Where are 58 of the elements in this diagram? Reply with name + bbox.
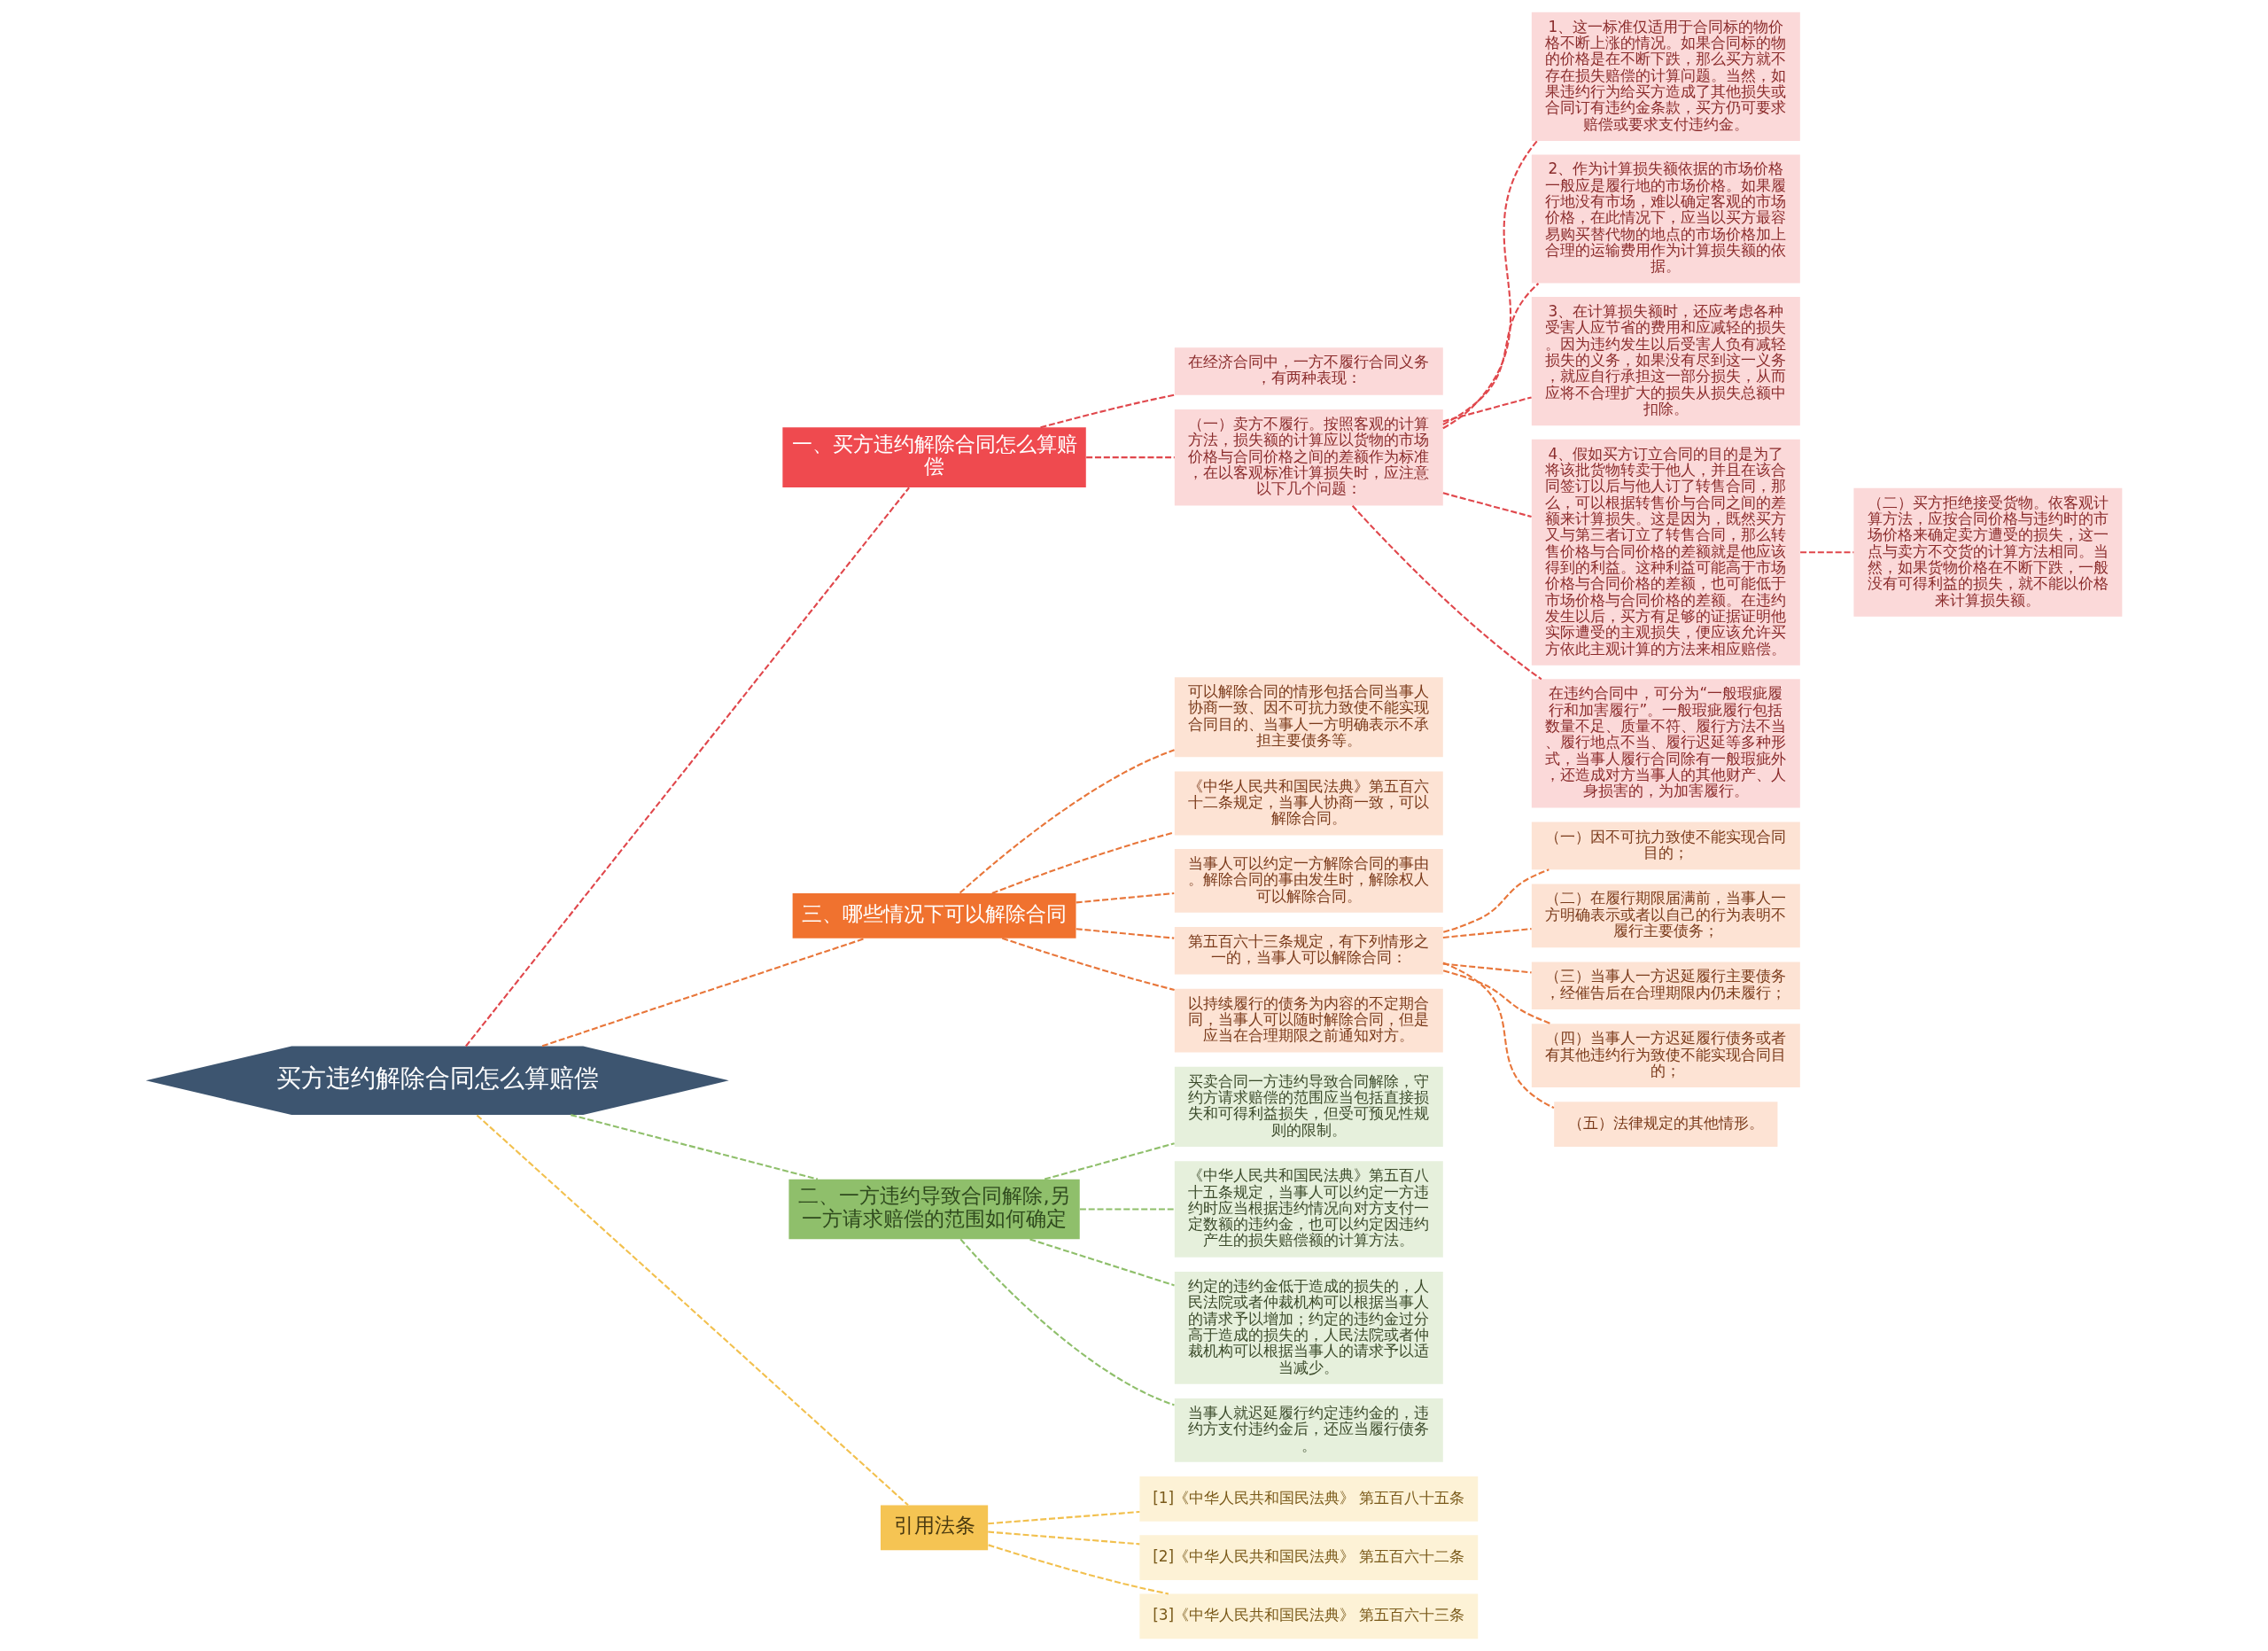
- node-box: 当事人就迟延履行约定违约金的，违约方支付违约金后，还应当履行债务。: [1174, 1398, 1443, 1462]
- node-box: 一、买方违约解除合同怎么算赔偿: [782, 427, 1086, 487]
- connector: [1442, 868, 1550, 933]
- connector: [1076, 892, 1175, 904]
- connector: [1442, 928, 1532, 938]
- node-box: 2、作为计算损失额依据的市场价格一般应是履行地的市场价格。如果履行地没有市场，难以确定客观的市场价格，在此情况下，应当以买方最容易购买替代物的地点的市场价格加上合理的运输费用作为计算损失额的依据。: [1531, 154, 1800, 284]
- node-box: [2]《中华人民共和国民法典》 第五百六十二条: [1139, 1535, 1479, 1580]
- node-box: 以持续履行的债务为内容的不定期合同，当事人可以随时解除合同，但是应当在合理期限之前通知对方。: [1174, 988, 1443, 1053]
- connector: [1086, 456, 1175, 459]
- node-box: 二、一方违约导致合同解除,另一方请求赔偿的范围如何确定: [788, 1179, 1080, 1240]
- node-box: 约定的违约金低于造成的损失的，人民法院或者仲裁机构可以根据当事人的请求予以增加；约定的违约金过分高于造成的损失的，人民法院或者仲裁机构可以根据当事人的请求予以适当减少。: [1174, 1271, 1443, 1384]
- node-box: （四）当事人一方迟延履行债务或者有其他违约行为致使不能实现合同目的；: [1531, 1024, 1800, 1088]
- connector: [988, 1530, 1140, 1546]
- node-box: 买卖合同一方违约导致合同解除，守约方请求赔偿的范围应当包括直接损失和可得利益损失，但受可预见性规则的限制。: [1174, 1066, 1443, 1147]
- node-box: 引用法条: [880, 1505, 989, 1551]
- node-box: 1、这一标准仅适用于合同标的物价格不断上涨的情况。如果合同标的物的价格是在不断下跌，那么买方就不存在损失赔偿的计算问题。当然，如果违约行为给买方造成了其他损失或合同订有违约金条款，买方仍可要求赔偿或要求支付违约金。: [1531, 12, 1800, 141]
- connector: [541, 937, 866, 1047]
- node-box: [1]《中华人民共和国民法典》 第五百八十五条: [1139, 1476, 1479, 1522]
- node-box: 3、在计算损失额时，还应考虑各种受害人应节省的费用和应减轻的损失。因为违约发生以后受害人负有减轻损失的义务，如果没有尽到这一义务，就应自行承担这一部分损失，从而应将不合理扩大的损失从损失总额中扣除。: [1531, 297, 1800, 426]
- node-box: 第五百六十三条规定，有下列情形之一的，当事人可以解除合同：: [1174, 927, 1443, 975]
- node-box: （三）当事人一方迟延履行主要债务，经催告后在合理期限内仍未履行；: [1531, 962, 1800, 1009]
- node-box: 4、假如买方订立合同的目的是为了将该批货物转卖于他人，并且在该合同签订以后与他人订了转售合同，那么，可以根据转售价与合同之间的差额来计算损失。这是因为，既然买方又与第三者订立了转售合同，那么转售价格与合同价格的差额就是他应该得到的利益。这种利益可能高于市场价格与合同价格的差额，也可能低于市场价格与合同价格的差额。在违约发生以后，买方有足够的证据证明他实际遭受的主观损失，便应该允许买方依此主观计算的方法来相应赔偿。: [1531, 439, 1800, 666]
- connector: [1040, 393, 1175, 429]
- node-box: 在违约合同中，可分为“一般瑕疵履行和加害履行”。一般瑕疵履行包括数量不足、质量不符、履行方法不当、履行地点不当、履行迟延等多种形式，当事人履行合同除有一般瑕疵外，还造成对方当事人的其他财产、人身损害的，为加害履行。: [1531, 679, 1800, 808]
- connector: [991, 831, 1175, 894]
- node-box: 《中华人民共和国民法典》第五百八十五条规定，当事人可以约定一方违约时应当根据违约情况向对方支付一定数额的违约金，也可以约定因违约产生的损失赔偿额的计算方法。: [1174, 1161, 1443, 1258]
- node-box: （一）卖方不履行。按照客观的计算方法，损失额的计算应以货物的市场价格与合同价格之间的差额作为标准，在以客观标准计算损失时，应注意以下几个问题：: [1174, 409, 1443, 506]
- connector: [988, 1544, 1169, 1595]
- node-box: 《中华人民共和国民法典》第五百六十二条规定，当事人协商一致，可以解除合同。: [1174, 771, 1443, 836]
- connector: [1442, 396, 1532, 423]
- node-box: （二）在履行期限届满前，当事人一方明确表示或者以自己的行为表明不履行主要债务；: [1531, 884, 1800, 948]
- node-box: 在经济合同中，一方不履行合同义务，有两种表现：: [1174, 347, 1443, 395]
- connector: [476, 1114, 909, 1507]
- connector: [1442, 962, 1555, 1110]
- node-box: 当事人可以约定一方解除合同的事由。解除合同的事由发生时，解除权人可以解除合同。: [1174, 848, 1443, 913]
- connector: [1442, 962, 1532, 974]
- connector: [1044, 1142, 1175, 1180]
- connector: [1351, 505, 1542, 681]
- connector: [1079, 1208, 1175, 1211]
- connector: [959, 1238, 1175, 1406]
- connector: [1442, 140, 1538, 430]
- connector: [988, 1510, 1140, 1525]
- connector: [1442, 492, 1532, 518]
- connector: [1001, 937, 1175, 992]
- connector: [465, 487, 910, 1047]
- connector: [1442, 970, 1552, 1025]
- connector: [1800, 551, 1854, 554]
- connector: [1076, 928, 1175, 939]
- connector: [1442, 283, 1540, 425]
- node-box: 三、哪些情况下可以解除合同: [792, 892, 1076, 938]
- node-box: （二）买方拒绝接受货物。依客观计算方法，应按合同价格与违约时的市场价格来确定卖方遭受的损失，这一点与卖方不交货的计算方法相同。当然，如果货物价格在不断下跌，一般没有可得利益的损失，就不能以价格来计算损失额。: [1853, 487, 2123, 617]
- node-box: [3]《中华人民共和国民法典》 第五百六十三条: [1139, 1593, 1479, 1639]
- connector: [571, 1114, 819, 1180]
- node-box: 可以解除合同的情形包括合同当事人协商一致、因不可抗力致使不能实现合同目的、当事人一方明确表示不承担主要债务等。: [1174, 677, 1443, 758]
- node-box: （五）法律规定的其他情形。: [1554, 1102, 1778, 1147]
- connector: [959, 749, 1175, 894]
- node-box: （一）因不可抗力致使不能实现合同目的；: [1531, 822, 1800, 870]
- connector: [1029, 1238, 1175, 1287]
